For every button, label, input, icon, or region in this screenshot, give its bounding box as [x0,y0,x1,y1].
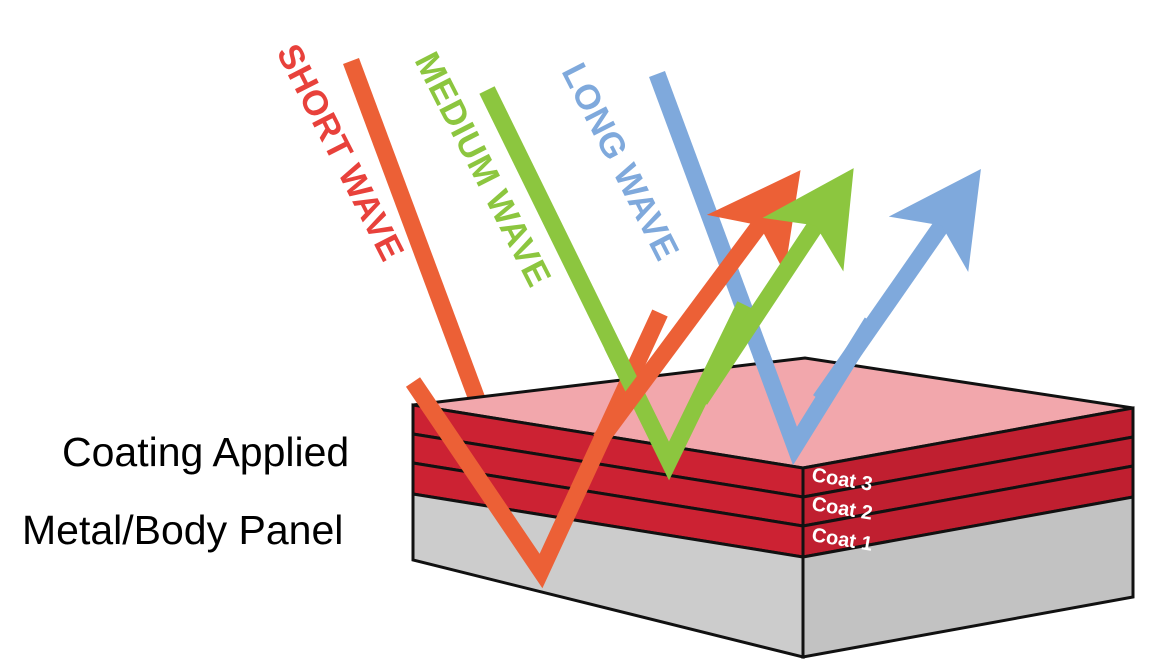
side-labels-group: Coating Applied Metal/Body Panel [22,429,349,553]
long-wave-reflected-arrow [813,168,981,405]
slab-side-metal-panel [801,495,1135,659]
medium-wave-reflected-arrow [692,168,854,405]
label-metal-body-panel: Metal/Body Panel [22,507,343,553]
reflected-rays-group [593,168,981,446]
label-coating-applied: Coating Applied [62,429,349,475]
coat-labels-group: Coat 3 Coat 2 Coat 1 [810,464,874,555]
wave-labels-group: SHORT WAVE MEDIUM WAVE LONG WAVE [269,38,687,293]
short-wave-reflected-arrow [593,170,801,446]
